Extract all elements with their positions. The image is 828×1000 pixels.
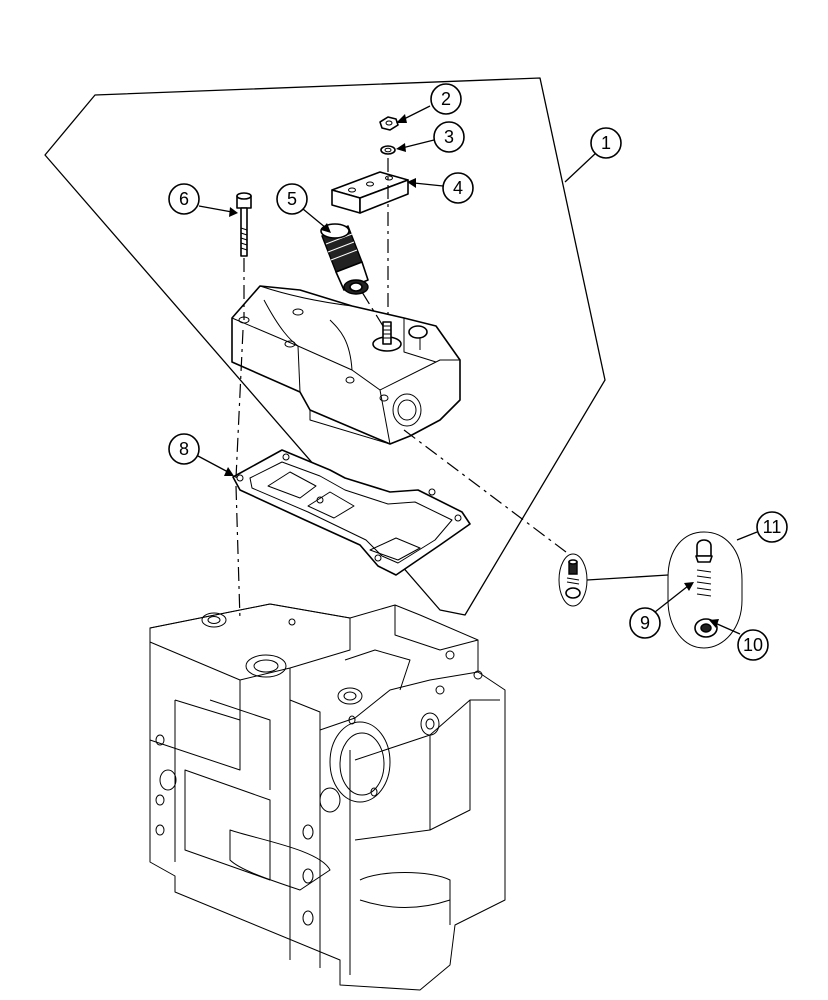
callout-1-label: 1 <box>601 133 611 153</box>
callout-8: 8 <box>168 433 234 476</box>
check-valve-detail <box>667 531 743 649</box>
callout-2-label: 2 <box>441 89 451 109</box>
callout-9-label: 9 <box>640 613 650 633</box>
callout-11-label: 11 <box>763 517 782 537</box>
callout-3: 3 <box>396 121 465 153</box>
detail-link-line <box>586 574 669 581</box>
transmission-housing <box>149 603 506 991</box>
callout-6-label: 6 <box>179 189 189 209</box>
callout-10-label: 10 <box>743 635 763 655</box>
callout-1: 1 <box>564 127 622 183</box>
callout-11: 11 <box>736 511 788 543</box>
mounting-plate <box>331 171 409 214</box>
callout-2: 2 <box>396 83 462 123</box>
callout-4-label: 4 <box>453 178 463 198</box>
assembly-boundary <box>44 77 606 616</box>
callout-10: 10 <box>709 619 769 661</box>
gasket <box>232 449 471 576</box>
cap-screw <box>236 192 252 257</box>
valve-body-cover <box>231 285 461 445</box>
washer <box>380 145 396 155</box>
alignment-lines <box>235 158 567 621</box>
callout-8-label: 8 <box>179 439 189 459</box>
relief-valve <box>320 223 369 295</box>
callout-5: 5 <box>276 183 331 233</box>
callout-5-label: 5 <box>287 189 297 209</box>
callout-4: 4 <box>407 172 474 204</box>
nut <box>379 116 399 131</box>
check-valve-small <box>558 553 588 607</box>
callout-9: 9 <box>629 582 694 639</box>
callout-6: 6 <box>168 183 238 217</box>
callout-3-label: 3 <box>444 127 454 147</box>
